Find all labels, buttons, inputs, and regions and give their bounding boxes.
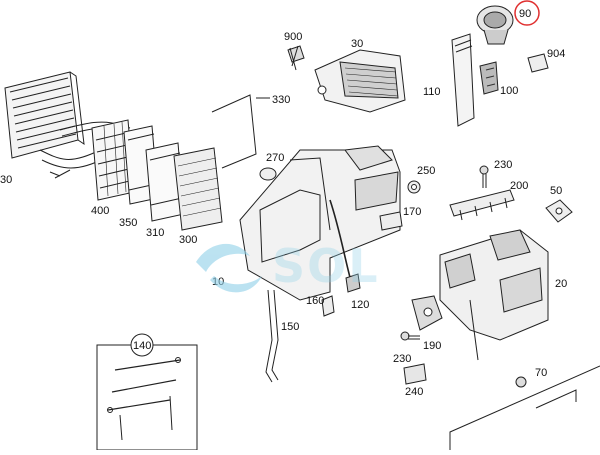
part-label-230b: 230 xyxy=(393,353,411,365)
blower-motor-90 xyxy=(476,5,514,45)
connector-120 xyxy=(345,273,361,293)
part-label-330: 330 xyxy=(272,94,290,106)
part-label-400: 400 xyxy=(91,205,109,217)
part-label-900: 900 xyxy=(284,31,302,43)
wire-bracket-330 xyxy=(211,94,270,169)
resistor-100 xyxy=(479,61,499,95)
part-label-300: 300 xyxy=(179,234,197,246)
clip-900 xyxy=(287,45,305,71)
harness-200 xyxy=(449,189,515,221)
main-housing-10 xyxy=(239,145,401,301)
seal-240 xyxy=(403,363,427,385)
cap-270 xyxy=(259,167,277,181)
connector-904 xyxy=(527,53,549,73)
bolt-70 xyxy=(515,376,527,388)
inset-box-140 xyxy=(96,344,198,451)
housing-30 xyxy=(314,49,406,113)
part-label-350: 350 xyxy=(119,217,137,229)
watermark-text: SOL xyxy=(272,239,380,293)
watermark-logo: SOL xyxy=(196,239,380,293)
drain-hose-150 xyxy=(265,289,279,383)
part-label-70: 70 xyxy=(535,367,547,379)
floor-outline xyxy=(449,365,600,450)
part-label-90: 90 xyxy=(519,8,531,20)
part-label-30: 30 xyxy=(0,174,12,186)
actuator-50 xyxy=(545,199,573,223)
part-label-310: 310 xyxy=(146,227,164,239)
motor-190 xyxy=(411,295,443,331)
part-label-140: 140 xyxy=(133,340,151,352)
screw-230a xyxy=(479,165,489,188)
part-label-904: 904 xyxy=(547,48,565,60)
heater-core-part xyxy=(4,71,106,179)
highlight-circle xyxy=(514,0,540,26)
part-label-200: 200 xyxy=(510,180,528,192)
sensor-170 xyxy=(379,211,403,231)
part-label-170: 170 xyxy=(403,206,421,218)
part-label-240: 240 xyxy=(405,386,423,398)
part-label-120: 120 xyxy=(351,299,369,311)
filter-300 xyxy=(173,147,223,231)
part-label-160: 160 xyxy=(306,295,324,307)
inset-label-circle xyxy=(130,333,154,357)
part-label-30b: 30 xyxy=(351,38,363,50)
grommet-250 xyxy=(407,180,421,194)
part-label-110: 110 xyxy=(423,86,441,98)
part-label-50: 50 xyxy=(550,185,562,197)
part-label-230a: 230 xyxy=(494,159,512,171)
duct-110 xyxy=(451,33,475,127)
part-label-250: 250 xyxy=(417,165,435,177)
screw-230b xyxy=(400,331,420,341)
part-label-190: 190 xyxy=(423,340,441,352)
housing-20 xyxy=(439,229,549,361)
part-label-100: 100 xyxy=(500,85,518,97)
part-label-270: 270 xyxy=(266,152,284,164)
clip-160 xyxy=(321,295,335,317)
part-label-150: 150 xyxy=(281,321,299,333)
part-label-20: 20 xyxy=(555,278,567,290)
